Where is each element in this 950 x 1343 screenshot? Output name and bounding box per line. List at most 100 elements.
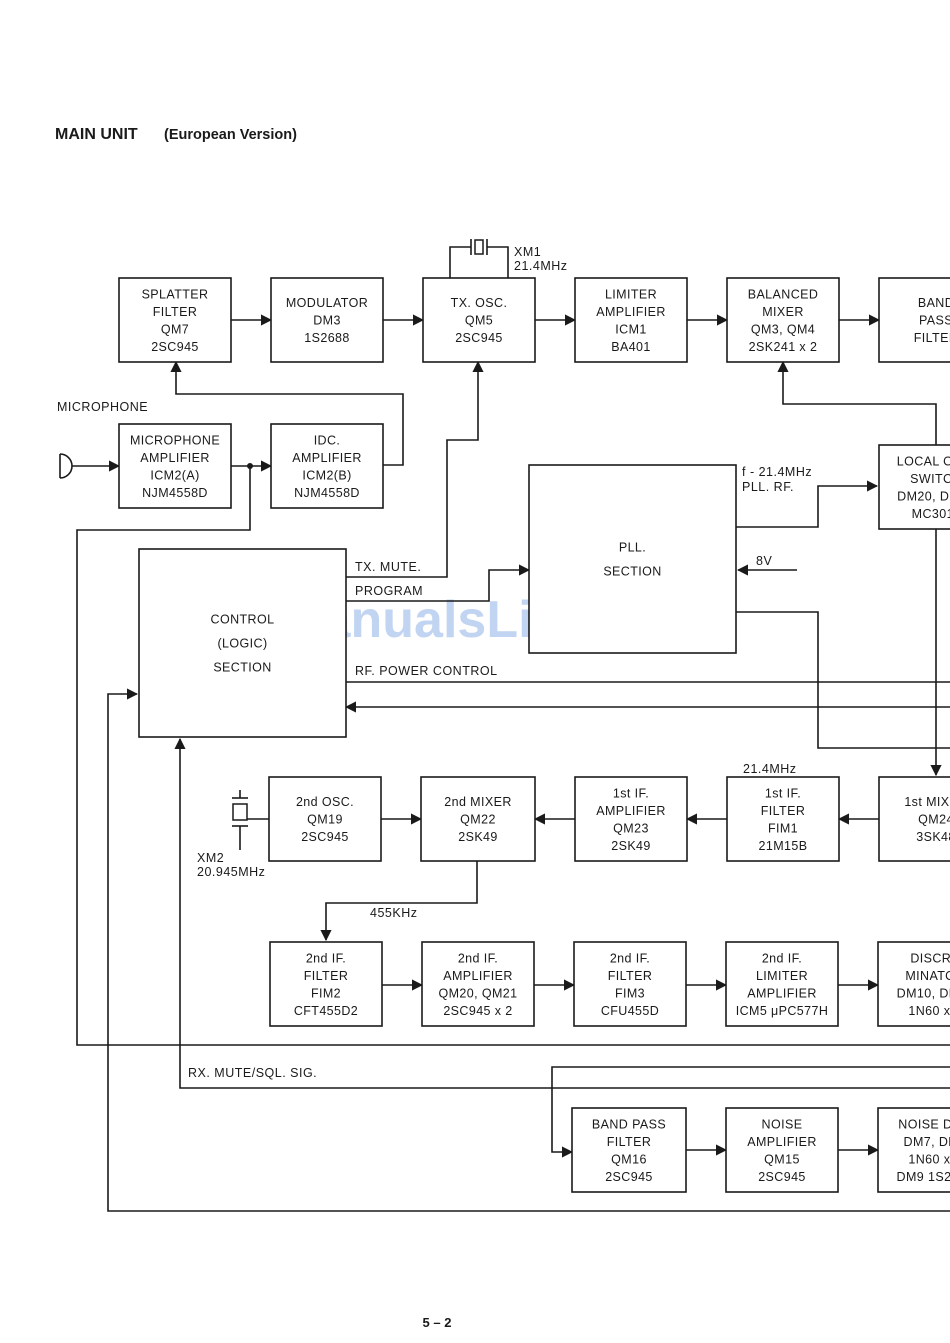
limiter-amplifier-line-2: AMPLIFIER <box>596 305 666 319</box>
noise-amplifier-line-3: QM15 <box>764 1152 800 1166</box>
first-mixer-box <box>878 776 950 862</box>
f-minus-label: f - 21.4MHz <box>742 465 812 479</box>
idc-amplifier-box <box>270 423 384 509</box>
tx-osc-box <box>422 277 536 363</box>
second-if-limiter-amplifier-line-3: AMPLIFIER <box>747 986 817 1000</box>
microphone-amplifier-line-2: AMPLIFIER <box>140 451 210 465</box>
microphone-amplifier-line-1: MICROPHONE <box>130 433 220 447</box>
xm2-freq-label: 20.945MHz <box>197 865 265 879</box>
second-osc-line-2: QM19 <box>307 813 343 827</box>
second-osc-line-3: 2SC945 <box>301 830 349 844</box>
limiter-amplifier-line-3: ICM1 <box>615 322 646 336</box>
splatter-filter-line-3: QM7 <box>161 322 189 336</box>
first-if-filter-line-4: 21M15B <box>759 839 808 853</box>
discriminator-line-3: DM10, DM11 <box>897 986 950 1000</box>
modulator-line-3: 1S2688 <box>304 331 350 345</box>
if-455khz-label: 455KHz <box>370 906 417 920</box>
page-subtitle: (European Version) <box>164 127 297 143</box>
xm1-name-label: XM1 <box>514 245 541 259</box>
second-if-filter-fim3-line-4: CFU455D <box>601 1004 659 1018</box>
tx-mute-label: TX. MUTE. <box>355 560 421 574</box>
discriminator-block: DISCRI-MINATORDM10, DM111N60 x 2 <box>877 941 950 1027</box>
pll-rf-label: PLL. RF. <box>742 480 794 494</box>
second-if-amplifier-line-3: QM20, QM21 <box>438 986 517 1000</box>
modulator-line-2: DM3 <box>313 314 341 328</box>
modulator-box <box>270 277 384 363</box>
idc-amplifier-line-3: ICM2(B) <box>302 468 351 482</box>
local-osc-switch-line-4: MC3011 <box>912 507 950 521</box>
noise-amplifier-block: NOISE AMPLIFIER QM15 2SC945 <box>725 1107 839 1193</box>
first-mixer-line-1: 1st MIXER <box>904 795 950 809</box>
rx-mute-sql-label: RX. MUTE/SQL. SIG. <box>188 1066 317 1080</box>
control-section-line-2: (LOGIC) <box>217 637 267 651</box>
band-pass-filter-bottom-line-2: FILTER <box>607 1135 652 1149</box>
tx-osc-line-3: 2SC945 <box>455 331 503 345</box>
noise-detector-line-3: 1N60 x 2 <box>908 1152 950 1166</box>
diagram-blocks: SPLATTERFILTERQM72SC945MODULATORDM31S268… <box>118 277 950 1193</box>
microphone-amplifier-line-3: ICM2(A) <box>150 468 199 482</box>
control-section-box <box>138 548 347 738</box>
second-if-amplifier-box <box>421 941 535 1027</box>
noise-amplifier-line-1: NOISE <box>762 1117 803 1131</box>
second-if-limiter-amplifier-line-2: LIMITER <box>756 969 808 983</box>
discriminator-box <box>877 941 950 1027</box>
rf-power-control-label: RF. POWER CONTROL <box>355 664 498 678</box>
first-if-amplifier-line-3: QM23 <box>613 821 649 835</box>
second-if-filter-fim3-line-1: 2nd IF. <box>610 951 650 965</box>
second-mixer-box <box>420 776 536 862</box>
first-mixer-block: 1st MIXER QM24 3SK48 <box>878 776 950 862</box>
splatter-filter-box <box>118 277 232 363</box>
second-if-amplifier-line-4: 2SC945 x 2 <box>443 1004 512 1018</box>
noise-amplifier-line-2: AMPLIFIER <box>747 1135 817 1149</box>
noise-amplifier-line-4: 2SC945 <box>758 1170 806 1184</box>
balanced-mixer-line-2: MIXER <box>762 305 804 319</box>
balanced-mixer-line-1: BALANCED <box>748 287 819 301</box>
pll-section-line-2: SECTION <box>603 565 661 579</box>
second-if-filter-fim2-line-3: FIM2 <box>311 986 341 1000</box>
second-if-filter-fim2-line-2: FILTER <box>304 969 349 983</box>
first-if-filter-line-3: FIM1 <box>768 821 798 835</box>
second-osc-box <box>268 776 382 862</box>
noise-detector-block: NOISE DET.DM7, DM81N60 x 2DM9 1S2688 <box>877 1107 950 1193</box>
limiter-amplifier-line-1: LIMITER <box>605 287 657 301</box>
second-if-limiter-amplifier-box <box>725 941 839 1027</box>
local-osc-switch-box <box>878 444 950 530</box>
first-if-amplifier-line-2: AMPLIFIER <box>596 804 666 818</box>
second-mixer-line-1: 2nd MIXER <box>444 795 512 809</box>
microphone-amplifier-box <box>118 423 232 509</box>
first-if-amplifier-box <box>574 776 688 862</box>
band-pass-filter-top-box <box>878 277 950 363</box>
discriminator-line-1: DISCRI- <box>910 951 950 965</box>
tx-osc-line-1: TX. OSC. <box>451 296 508 310</box>
second-if-filter-fim2-box <box>269 941 383 1027</box>
band-pass-filter-top-line-1: BAND <box>918 296 950 310</box>
first-if-amplifier-line-4: 2SK49 <box>611 839 651 853</box>
band-pass-filter-bottom-line-3: QM16 <box>611 1152 647 1166</box>
first-if-filter-line-2: FILTER <box>761 804 806 818</box>
local-osc-switch-block: LOCAL OSC.SWITCHDM20, DM21MC3011 <box>878 444 950 530</box>
second-if-filter-fim2-line-4: CFT455D2 <box>294 1004 358 1018</box>
first-mixer-line-3: 3SK48 <box>916 830 950 844</box>
local-osc-switch-line-3: DM20, DM21 <box>897 489 950 503</box>
eight-volt-label: 8V <box>756 554 772 568</box>
second-if-filter-fim3-box <box>573 941 687 1027</box>
idc-amplifier-line-1: IDC. <box>314 433 341 447</box>
page-title: MAIN UNIT <box>55 126 138 143</box>
limiter-amplifier-box <box>574 277 688 363</box>
noise-amplifier-box <box>725 1107 839 1193</box>
balanced-mixer-line-3: QM3, QM4 <box>751 322 815 336</box>
discriminator-line-2: MINATOR <box>905 969 950 983</box>
first-if-filter-box <box>726 776 840 862</box>
second-if-amplifier-line-2: AMPLIFIER <box>443 969 513 983</box>
noise-detector-line-2: DM7, DM8 <box>904 1135 950 1149</box>
first-mixer-line-2: QM24 <box>918 813 950 827</box>
microphone-amplifier-line-4: NJM4558D <box>142 486 208 500</box>
